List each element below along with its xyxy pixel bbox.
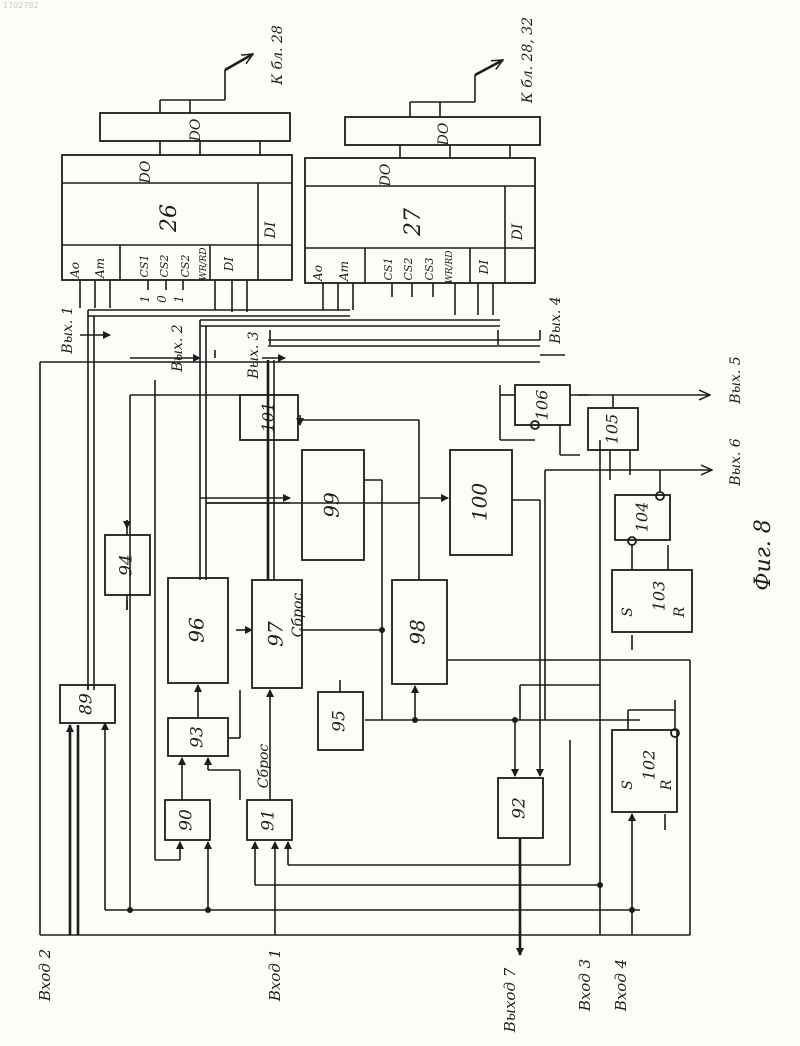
block-93-label: 93 [188,726,208,748]
block-27-cs3-pin: CS3 [423,258,436,281]
block-94-label: 94 [117,554,137,576]
block-26-level-3: 1 [172,295,186,303]
block-102-r-pin: R [659,779,675,791]
block-105-label: 105 [603,414,622,445]
memory-block-26 [62,54,292,280]
memory-pin-stubs [80,280,498,345]
corner-mark: 1702782 [3,1,39,10]
block-26-cs2a-pin: CS2 [158,255,171,278]
block-102-s-pin: S [620,780,636,790]
block-95-label: 95 [330,710,350,732]
block-27-am-pin: Am [337,261,351,282]
address-bus [88,310,350,690]
block-97-label: 97 [264,621,288,647]
block-26-level-1: 1 [138,295,152,303]
block-26-cs2b-pin: CS2 [179,255,192,278]
block-26-cs1-pin: CS1 [138,255,151,278]
output-5-label: Вых. 5 [728,356,744,404]
block-26-level-2: 0 [155,295,169,303]
block-26-label: 26 [157,204,182,233]
block-89-label: 89 [77,693,97,715]
block-100-label: 100 [468,483,492,521]
input-1-label: Вход 1 [266,949,284,1002]
block-27-di-out: DI [510,223,526,241]
reset-label-97: Сброс [290,593,306,638]
block-103-r-pin: R [672,606,688,618]
block-26-am-pin: Am [93,258,107,279]
block-26-a0-pin: Ao [68,262,82,279]
block-98-label: 98 [406,619,430,644]
input-3-label: Вход 3 [576,959,594,1012]
output-4-label: Вых. 4 [548,296,564,344]
output-7-label: Выход 7 [501,967,519,1033]
block-27-a0-pin: Ao [311,265,325,282]
to-block-28-32-label: К бл. 28, 32 [520,17,536,104]
input-4-label: Вход 4 [612,959,630,1012]
block-106-label: 106 [533,390,552,421]
block-92-label: 92 [510,797,530,819]
block-26-wr-pin: WR/RD [199,247,209,280]
output-6-label: Вых. 6 [728,438,744,486]
block-90-label: 90 [177,809,197,831]
block-27-di-pin: DI [477,260,491,276]
connections [40,380,690,955]
figure-caption: Фиг. 8 [751,519,776,591]
output-3-label: Вых. 3 [246,331,262,379]
block-27-cs1-pin: CS1 [382,258,395,281]
block-96-label: 96 [185,617,209,643]
memory-block-27 [305,60,540,283]
block-26-di-pin: DI [222,257,236,273]
block-26-di-out: DI [263,221,279,239]
block-104-label: 104 [633,502,652,533]
block-27-do-bus: DO [436,122,452,146]
block-27-label: 27 [401,208,426,237]
input-2-label: Вход 2 [36,949,54,1002]
block-27-cs2-pin: CS2 [402,258,415,281]
reset-label-91: Сброс [256,744,272,789]
block-27-do-pin: DO [378,163,394,187]
block-26-do-bus: DO [188,118,204,142]
block-99-label: 99 [320,492,344,518]
to-block-28-label: К бл. 28 [270,25,286,86]
block-101-label: 101 [259,402,278,433]
block-26-do-pin: DO [138,160,154,184]
block-91-label: 91 [259,809,279,831]
block-102-label: 102 [640,750,659,781]
output-2-label: Вых. 2 [170,324,186,372]
control-bus [268,330,540,580]
block-103-s-pin: S [620,607,636,617]
output-1-label: Вых. 1 [60,306,76,354]
block-103-label: 103 [650,581,669,612]
block-27-wr-pin: WR/RD [445,250,455,283]
